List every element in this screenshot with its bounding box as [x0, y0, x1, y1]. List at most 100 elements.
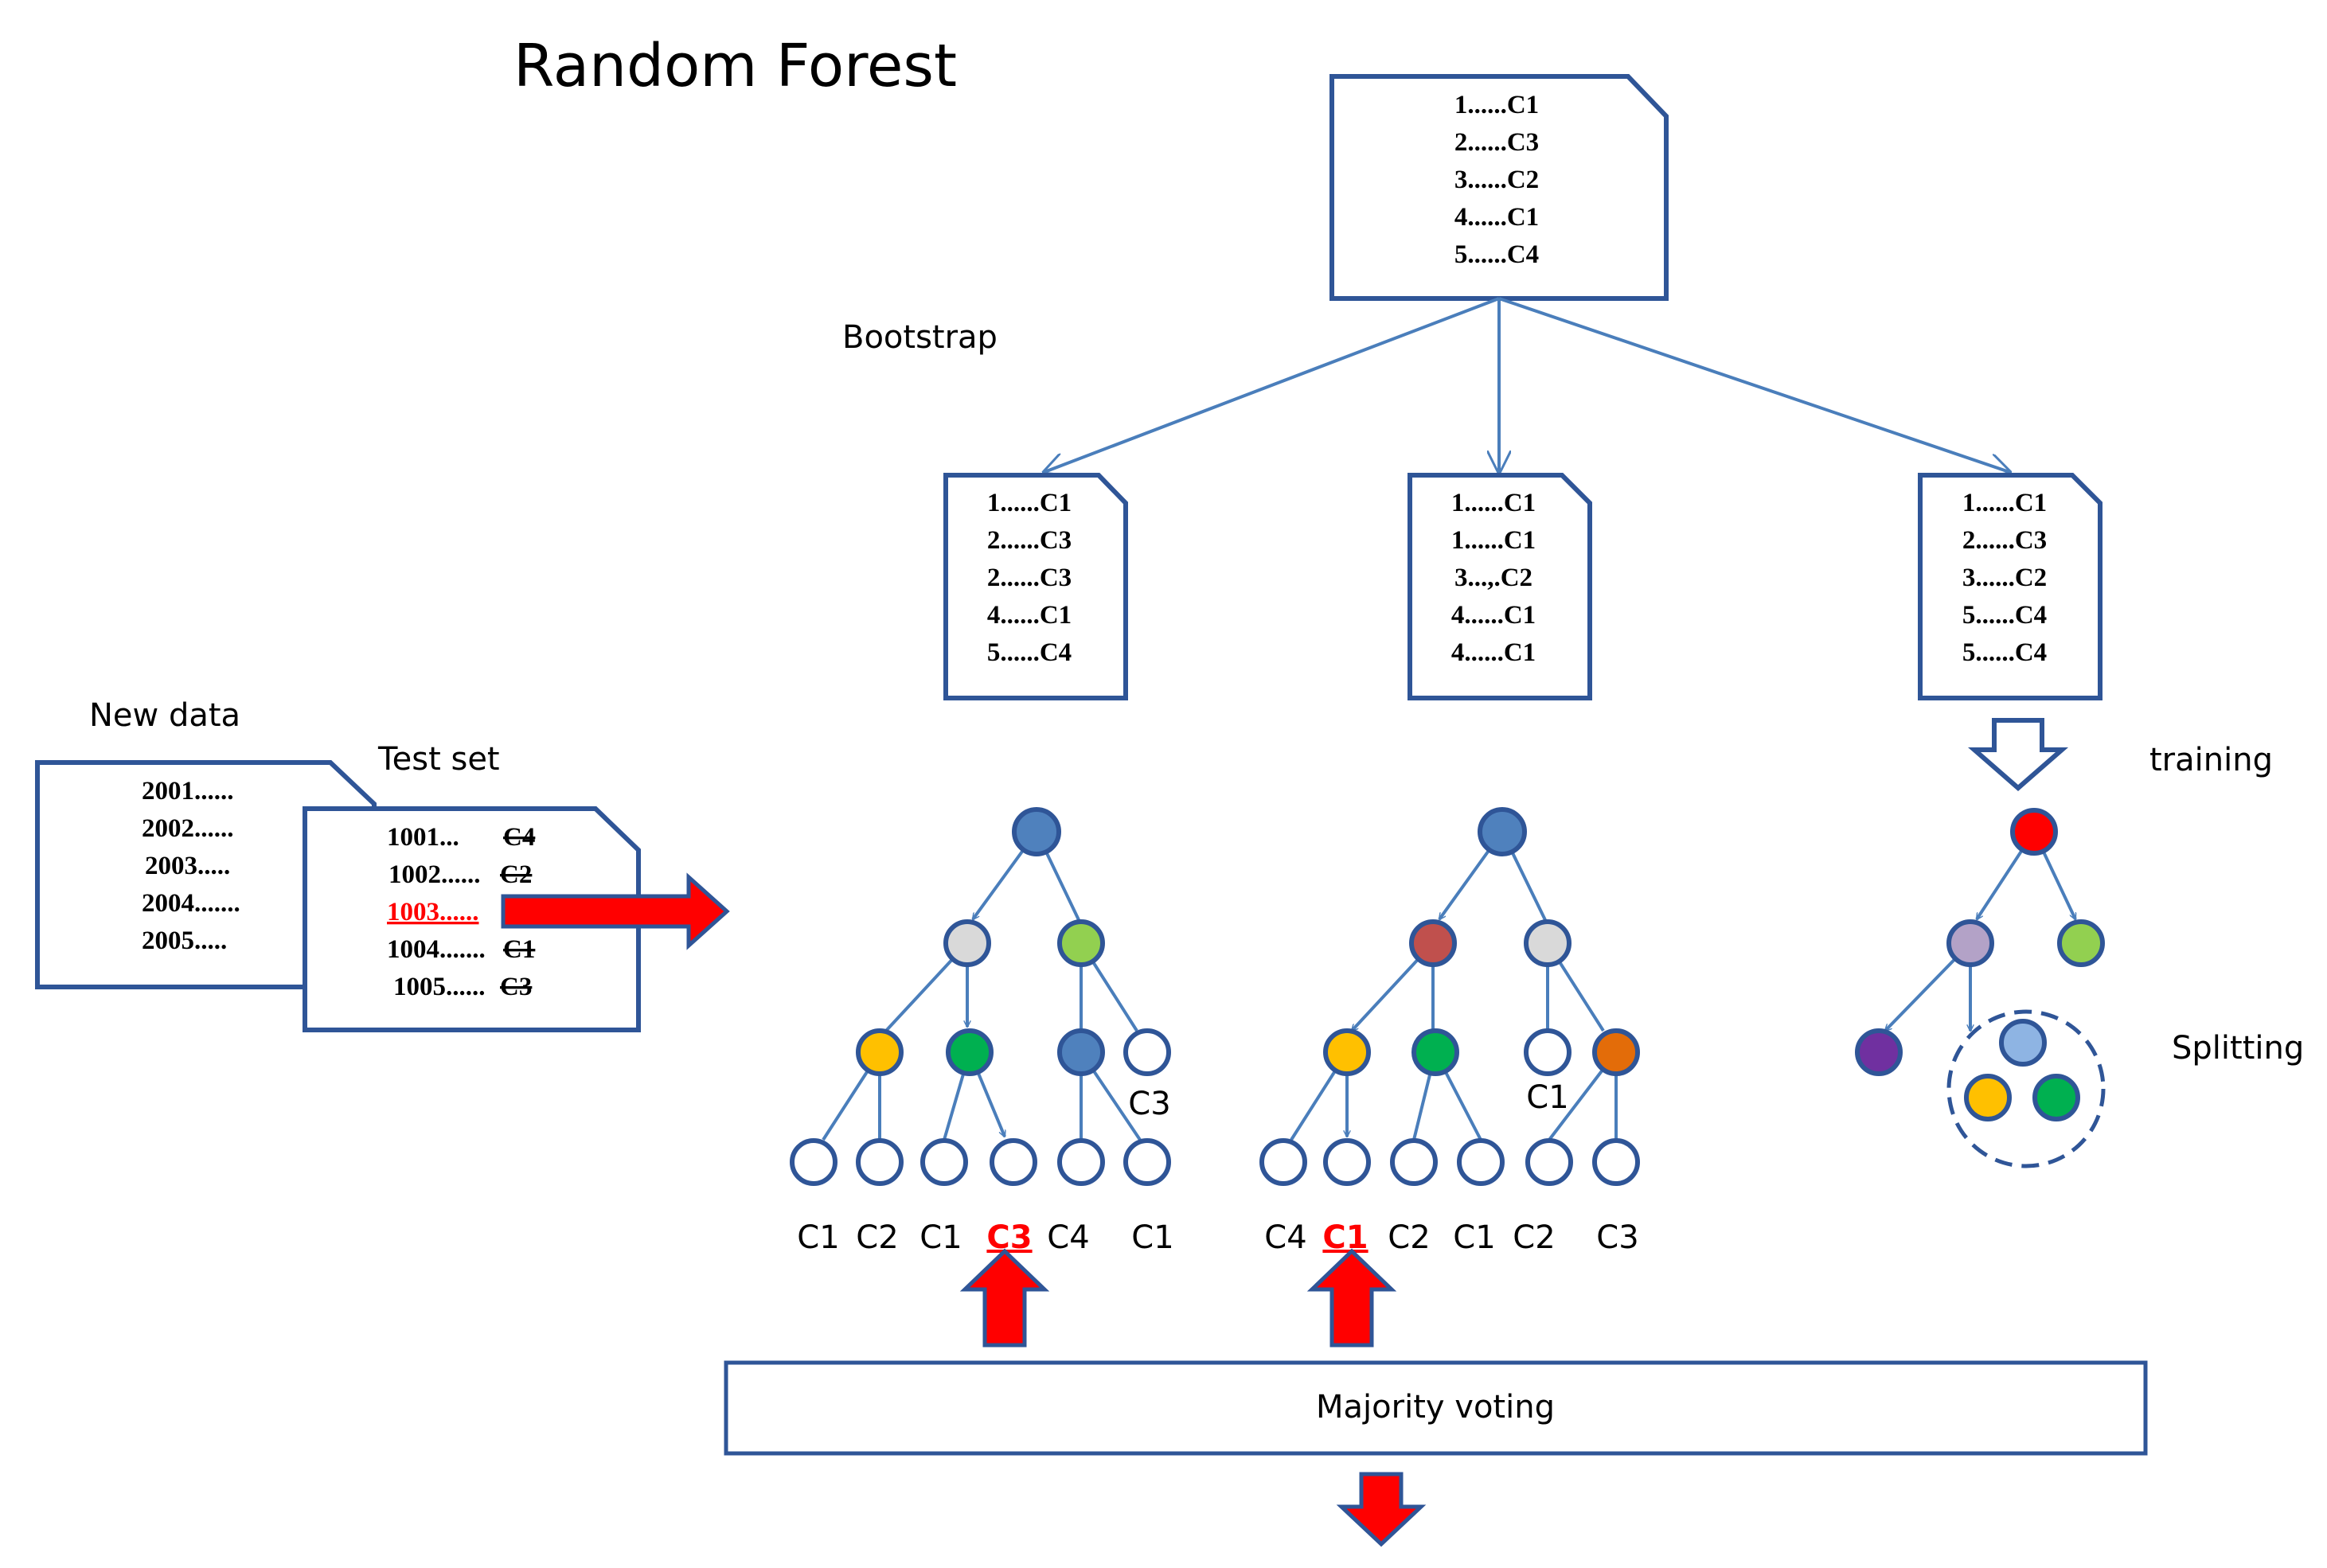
- dataset-row: 1......C1: [1454, 91, 1539, 119]
- tree-1-edges: [822, 830, 1142, 1141]
- test-row-id: 1004.......: [387, 935, 486, 964]
- tree-node: [1323, 1028, 1371, 1076]
- tree-node: [1855, 1028, 1903, 1076]
- training-label: training: [2149, 742, 2273, 778]
- tree-leaf: [1123, 1028, 1171, 1076]
- bootstrap-sample-2: 1......C1 1......C1 3...,.C2 4......C1 4…: [1408, 473, 1592, 700]
- bootstrap-arrows: [1044, 297, 2009, 472]
- sample-row: 2......C3: [1962, 526, 2047, 555]
- tree-node: [856, 1028, 904, 1076]
- test-row-id: 1005......: [393, 973, 486, 1001]
- tree-node: [1057, 919, 1105, 967]
- dataset-row: 3......C2: [1454, 166, 1539, 194]
- sample-row: 2......C3: [987, 564, 1072, 592]
- tree-node: [1409, 919, 1457, 967]
- tree-leaf: [1524, 1028, 1572, 1076]
- test-row-label: C3: [500, 973, 532, 1001]
- majority-voting-box: [724, 1360, 2148, 1456]
- sample-row: 4......C1: [1451, 601, 1536, 630]
- tree-leaf: [790, 1138, 837, 1186]
- sample-row: 5......C4: [1962, 601, 2047, 630]
- tree-leaf: [1525, 1138, 1573, 1186]
- decision-tree-3: [1855, 808, 2106, 1168]
- bootstrap-sample-1: 1......C1 2......C3 2......C3 4......C1 …: [943, 473, 1128, 700]
- tree-leaf: [1057, 1138, 1105, 1186]
- tree-leaf: [1123, 1138, 1171, 1186]
- new-data-row: 2002......: [142, 814, 234, 843]
- tree-node: [946, 1028, 994, 1076]
- bootstrap-arrow-3: [1498, 297, 2009, 472]
- split-node: [1999, 1019, 2047, 1067]
- sample-row: 2......C3: [987, 526, 1072, 555]
- leaf-label: C1: [1453, 1219, 1495, 1256]
- leaf-label-selected: C1: [1322, 1219, 1368, 1256]
- leaf-label: C2: [856, 1219, 898, 1256]
- tree-1-leaf-labels: C1 C2 C1 C3 C4 C1: [797, 1219, 1173, 1256]
- bootstrap-label: Bootstrap: [842, 319, 998, 356]
- splitting-label: Splitting: [2172, 1030, 2304, 1067]
- tree-1-nodes: [790, 807, 1171, 1186]
- new-data-row: 2005.....: [142, 926, 227, 955]
- dataset-rows: 1......C1 2......C3 3......C2 4......C1 …: [1454, 91, 1539, 269]
- tree-leaf: [1259, 1138, 1307, 1186]
- tree-node-root: [2010, 808, 2058, 856]
- new-data-label: New data: [89, 697, 240, 734]
- test-set-label: Test set: [377, 741, 500, 778]
- tree-node: [1411, 1028, 1459, 1076]
- split-group-circle: [1946, 1009, 2106, 1168]
- tree-3-nodes: [1855, 808, 2105, 1076]
- test-row-id: 1002......: [388, 860, 481, 889]
- leaf-label: C1: [919, 1219, 962, 1256]
- vote-arrow-2: [1306, 1248, 1397, 1348]
- test-row-id: 1001...: [387, 823, 459, 852]
- tree-leaf: [1457, 1138, 1505, 1186]
- new-data-row: 2001......: [142, 777, 234, 805]
- tree-leaf: [1323, 1138, 1371, 1186]
- sample-row: 5......C4: [1962, 638, 2047, 667]
- output-arrow: [1336, 1472, 1427, 1547]
- decision-tree-2: C1 C4 C1 C2 C1 C2 C3: [1259, 807, 1640, 1256]
- tree-node: [1057, 1028, 1105, 1076]
- dataset-row: 5......C4: [1454, 240, 1539, 269]
- test-row-label: C4: [503, 823, 535, 852]
- split-node: [1964, 1074, 2012, 1121]
- leaf-label: C1: [1131, 1219, 1173, 1256]
- sample-row: 4......C1: [1451, 638, 1536, 667]
- test-row-label: C1: [503, 935, 535, 964]
- sample-row: 5......C4: [987, 638, 1072, 667]
- tree-2-inner-leaf-label: C1: [1526, 1079, 1568, 1116]
- tree-node: [943, 919, 991, 967]
- tree-leaf: [920, 1138, 968, 1186]
- test-row-label: C2: [500, 860, 532, 889]
- leaf-label: C4: [1047, 1219, 1089, 1256]
- new-data-row: 2004.......: [142, 889, 240, 918]
- sample-row: 1......C1: [1962, 489, 2047, 517]
- training-arrow: [1968, 718, 2068, 791]
- test-set-document: 1001... C4 1002...... C2 1003...... 1004…: [303, 806, 641, 1032]
- tree-node: [1592, 1028, 1640, 1076]
- test-row-highlighted: 1003......: [387, 898, 479, 926]
- bootstrap-arrow-1: [1044, 297, 1500, 472]
- sample-row: 1......C1: [1451, 526, 1536, 555]
- vote-arrow-1: [959, 1248, 1050, 1348]
- tree-node-root: [1478, 807, 1527, 856]
- decision-tree-1: C3 C1 C2 C1 C3 C4 C1: [790, 807, 1174, 1256]
- leaf-label: C3: [1596, 1219, 1638, 1256]
- sample-row: 1......C1: [987, 489, 1072, 517]
- leaf-label: C2: [1513, 1219, 1555, 1256]
- majority-voting-label: Majority voting: [1316, 1389, 1555, 1426]
- new-data-row: 2003.....: [145, 852, 230, 880]
- dataset-document: 1......C1 2......C3 3......C2 4......C1 …: [1329, 74, 1669, 301]
- diagram-title: Random Forest: [513, 32, 957, 100]
- leaf-label: C2: [1388, 1219, 1430, 1256]
- sample-row: 3...,.C2: [1454, 564, 1532, 592]
- tree-node: [1946, 919, 1994, 967]
- tree-2-nodes: [1259, 807, 1640, 1186]
- leaf-label-selected: C3: [986, 1219, 1032, 1256]
- tree-leaf: [1390, 1138, 1438, 1186]
- tree-2-leaf-labels: C4 C1 C2 C1 C2 C3: [1264, 1219, 1638, 1256]
- leaf-label: C1: [797, 1219, 839, 1256]
- sample-row: 4......C1: [987, 601, 1072, 630]
- new-data-document: 2001...... 2002...... 2003..... 2004....…: [35, 760, 377, 989]
